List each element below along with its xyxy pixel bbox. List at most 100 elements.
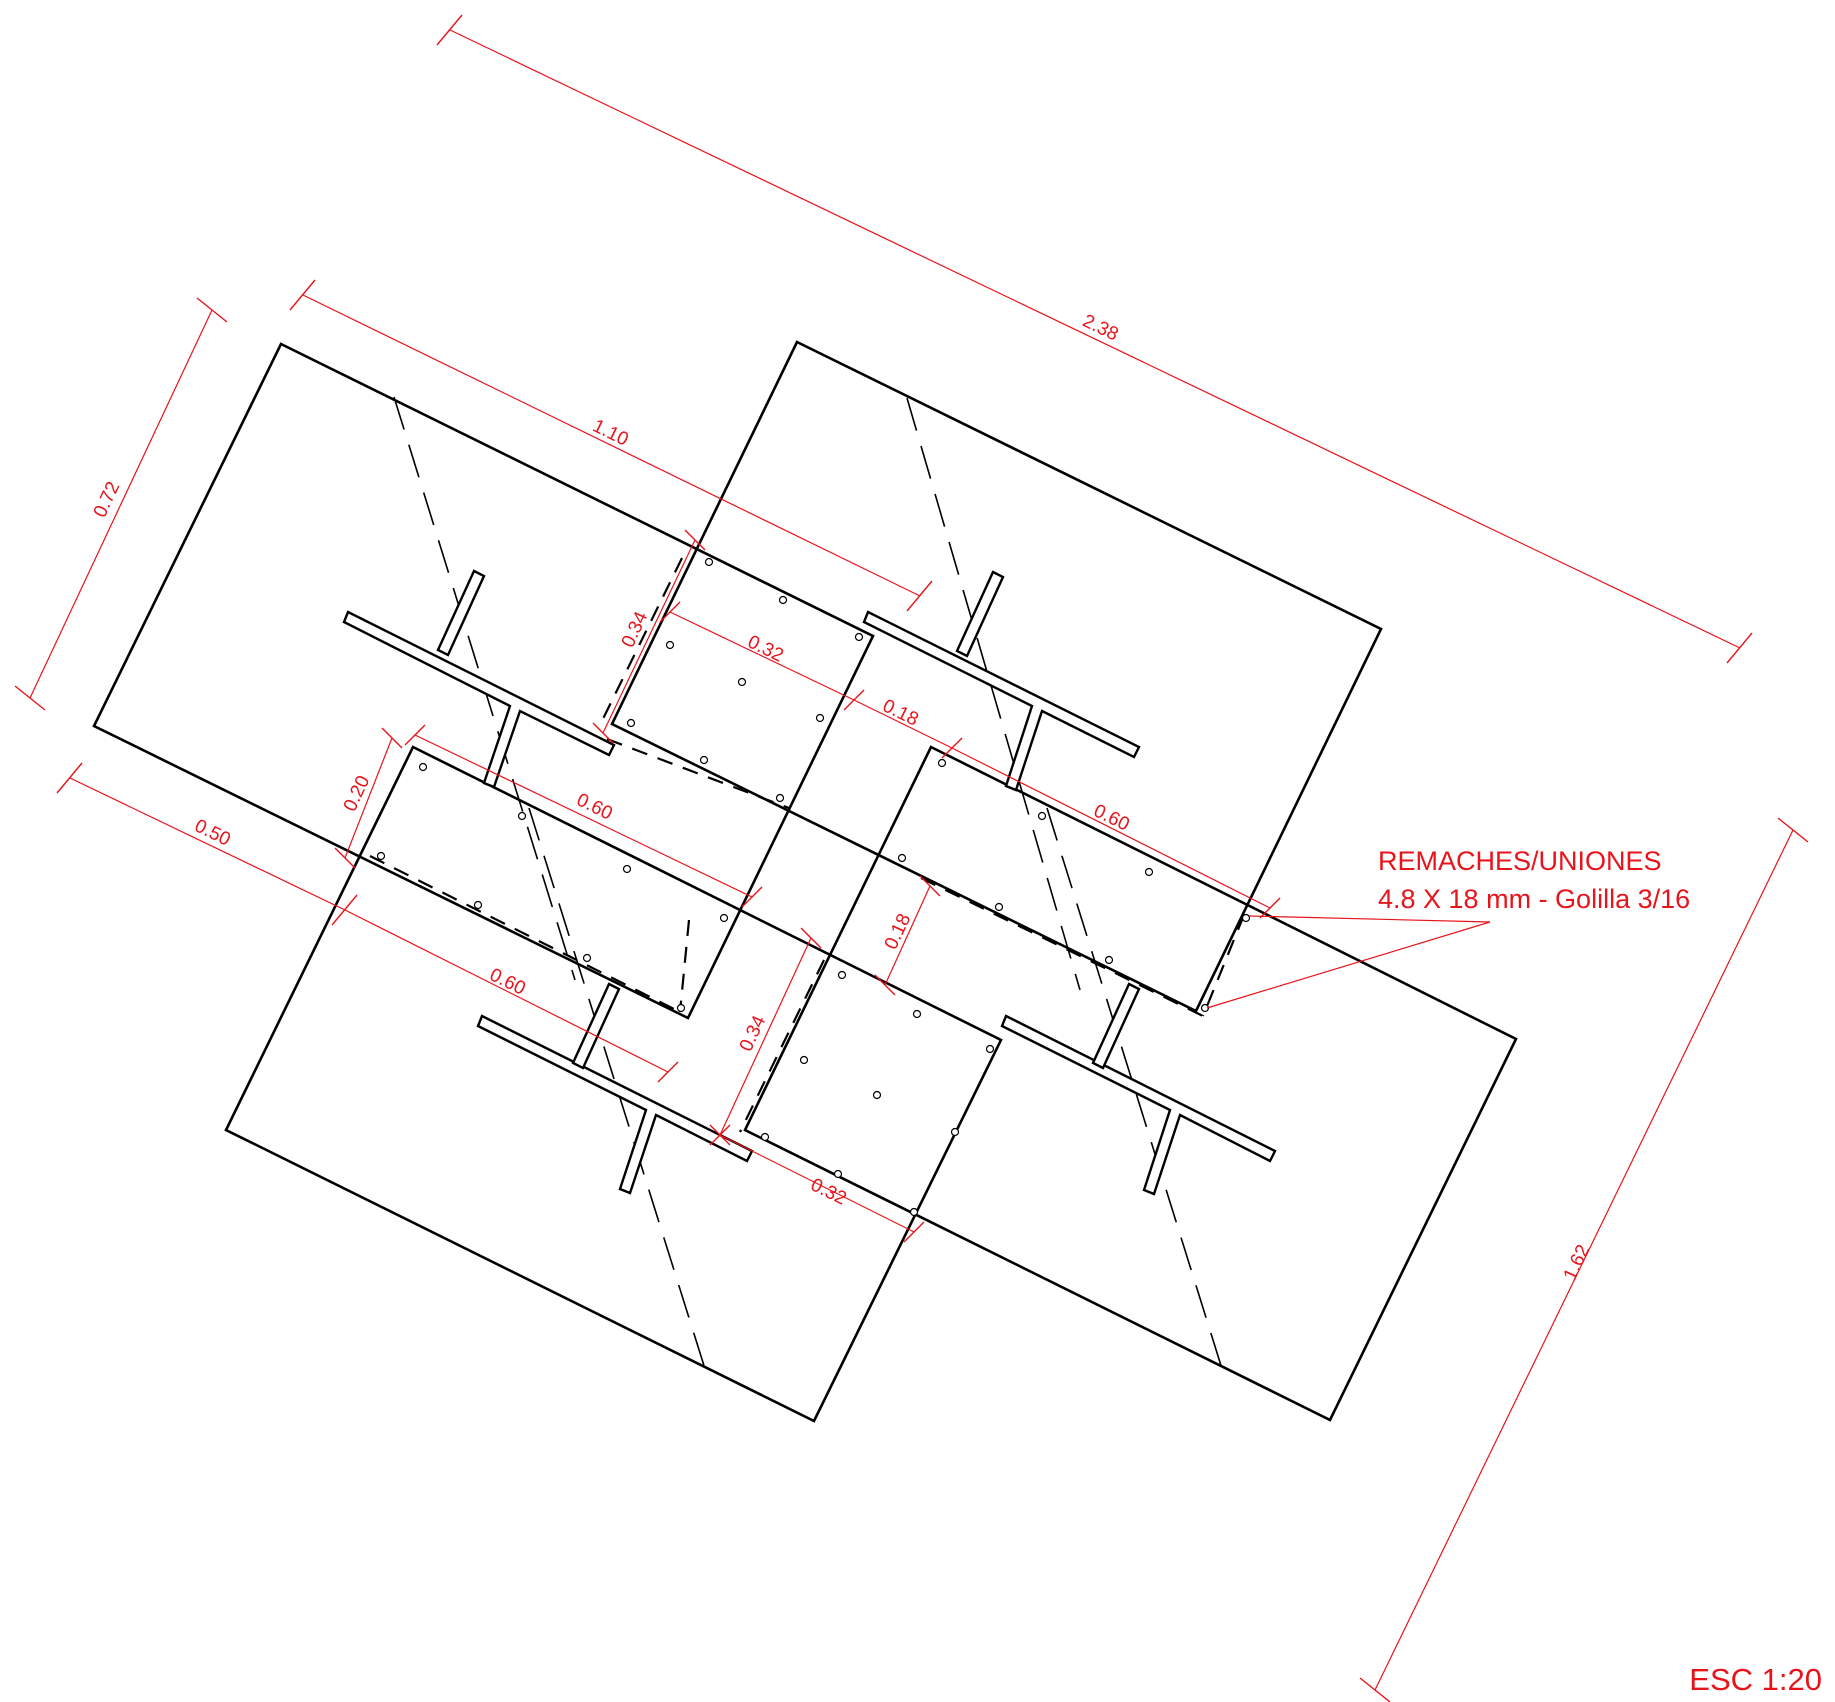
dimension-line-0-18-center [884,885,931,986]
seam-line-upper-vertical [599,557,683,726]
rivet [872,1090,882,1100]
dimension-tick [404,724,426,746]
rivets [376,557,1251,1217]
dimension-line-0-18-right [853,699,953,749]
dimension-tick [196,297,228,323]
dimension-tick [659,601,681,623]
rivet [837,970,847,980]
rivet [626,718,636,728]
dimension-tick [684,529,706,551]
dimension-lines [14,14,1809,1702]
tee-profiles [342,569,1277,1196]
rivet [994,902,1004,912]
rivet [909,1207,919,1217]
leader-line [1248,915,1491,923]
tee-profile-lower-right-stem [1091,982,1141,1070]
rivet [676,1003,686,1013]
dimension-label-0-32-top: 0.32 [744,632,786,667]
dimension-label-1-62: 1.62 [1560,1241,1595,1283]
dimension-tick [56,762,83,794]
rivet [985,1044,995,1054]
rivet [760,1132,770,1142]
rivet [582,953,592,963]
rivet [517,811,527,821]
dimension-tick [289,279,316,311]
tee-profile-lower-left-stem [571,982,621,1070]
dimension-line-2-38 [449,29,1741,649]
rivet [699,755,709,765]
rivet [704,557,714,567]
panel-bottom-right [743,745,1518,1422]
dimension-label-0-18-center: 0.18 [881,910,916,952]
dimension-tick [906,580,933,612]
tee-profile-upper-left-stem [436,569,486,657]
dimension-line-0-32-top [669,611,855,701]
rivet [622,864,632,874]
tee-profile-upper-right-stem [955,570,1005,658]
rivet [418,762,428,772]
dimension-tick [709,1124,731,1146]
rivet [737,677,747,687]
tee-profile-lower-left [476,1014,754,1195]
dimension-label-0-60-left: 0.60 [573,790,615,825]
dimension-tick [1259,897,1281,919]
dimension-line-0-60-right [951,747,1271,909]
dimension-tick [800,927,822,949]
dimension-tick [1359,1677,1391,1702]
rivet [719,913,729,923]
dimension-line-1-10 [302,294,921,597]
rivet [775,793,785,803]
rivet-note: REMACHES/UNIONES 4.8 X 18 mm - Golilla 3… [1378,846,1690,914]
dimension-tick [14,685,46,711]
dimension-tick [874,974,896,996]
dimension-label-0-18-right: 0.18 [879,696,921,731]
dimension-label-0-72: 0.72 [90,478,125,520]
dimension-label-0-60-bottom: 0.60 [486,965,528,1000]
rivet [897,853,907,863]
dimension-line-0-60-bottom [344,909,669,1073]
rivet-note-title: REMACHES/UNIONES [1378,846,1662,876]
rivet [950,1127,960,1137]
fold-line-top-right [906,397,1081,991]
seam-line-left [369,855,681,1013]
seam-line-right [920,877,1204,1017]
dimension-line-0-34-top [602,539,696,734]
scale-label: ESC 1:20 [1689,1662,1822,1697]
rivet [854,632,864,642]
panel-top-right [610,340,1383,1013]
tee-profile-upper-right [862,610,1141,792]
dimension-line-0-50 [69,777,346,911]
rivet [778,595,788,605]
panels [92,340,1518,1423]
rivet [665,640,675,650]
rivet [1241,913,1251,923]
seam-line-left-vertical [678,919,691,1013]
rivet [473,900,483,910]
dimension-tick [592,722,614,744]
rivet [937,758,947,768]
rivet-note-spec: 4.8 X 18 mm - Golilla 3/16 [1378,884,1690,914]
rivet [376,851,386,861]
dimension-line-0-60-left [414,734,753,898]
dimension-tick [919,875,941,897]
dimension-tick [331,894,358,926]
panel-top-left [92,342,875,1020]
dimension-label-2-38: 2.38 [1079,311,1121,346]
tee-profile-upper-left [342,610,616,789]
dimension-labels: 2.38 1.10 0.72 0.34 0.32 0.18 0.60 0.20 … [90,311,1595,1284]
dimension-label-0-20: 0.20 [340,772,375,814]
dimension-label-0-34-top: 0.34 [618,608,653,651]
dimension-tick [334,847,356,869]
rivet [1037,811,1047,821]
dimension-tick [381,727,403,749]
rivet [799,1055,809,1065]
dimension-tick [1726,632,1753,664]
rivet [815,713,825,723]
dimension-line-0-20 [344,737,393,859]
rivet [1144,867,1154,877]
seam-line-lower-vertical [739,959,825,1133]
dimension-label-0-50: 0.50 [191,816,233,851]
dimension-tick [903,1221,925,1243]
dimension-tick [1777,817,1809,843]
